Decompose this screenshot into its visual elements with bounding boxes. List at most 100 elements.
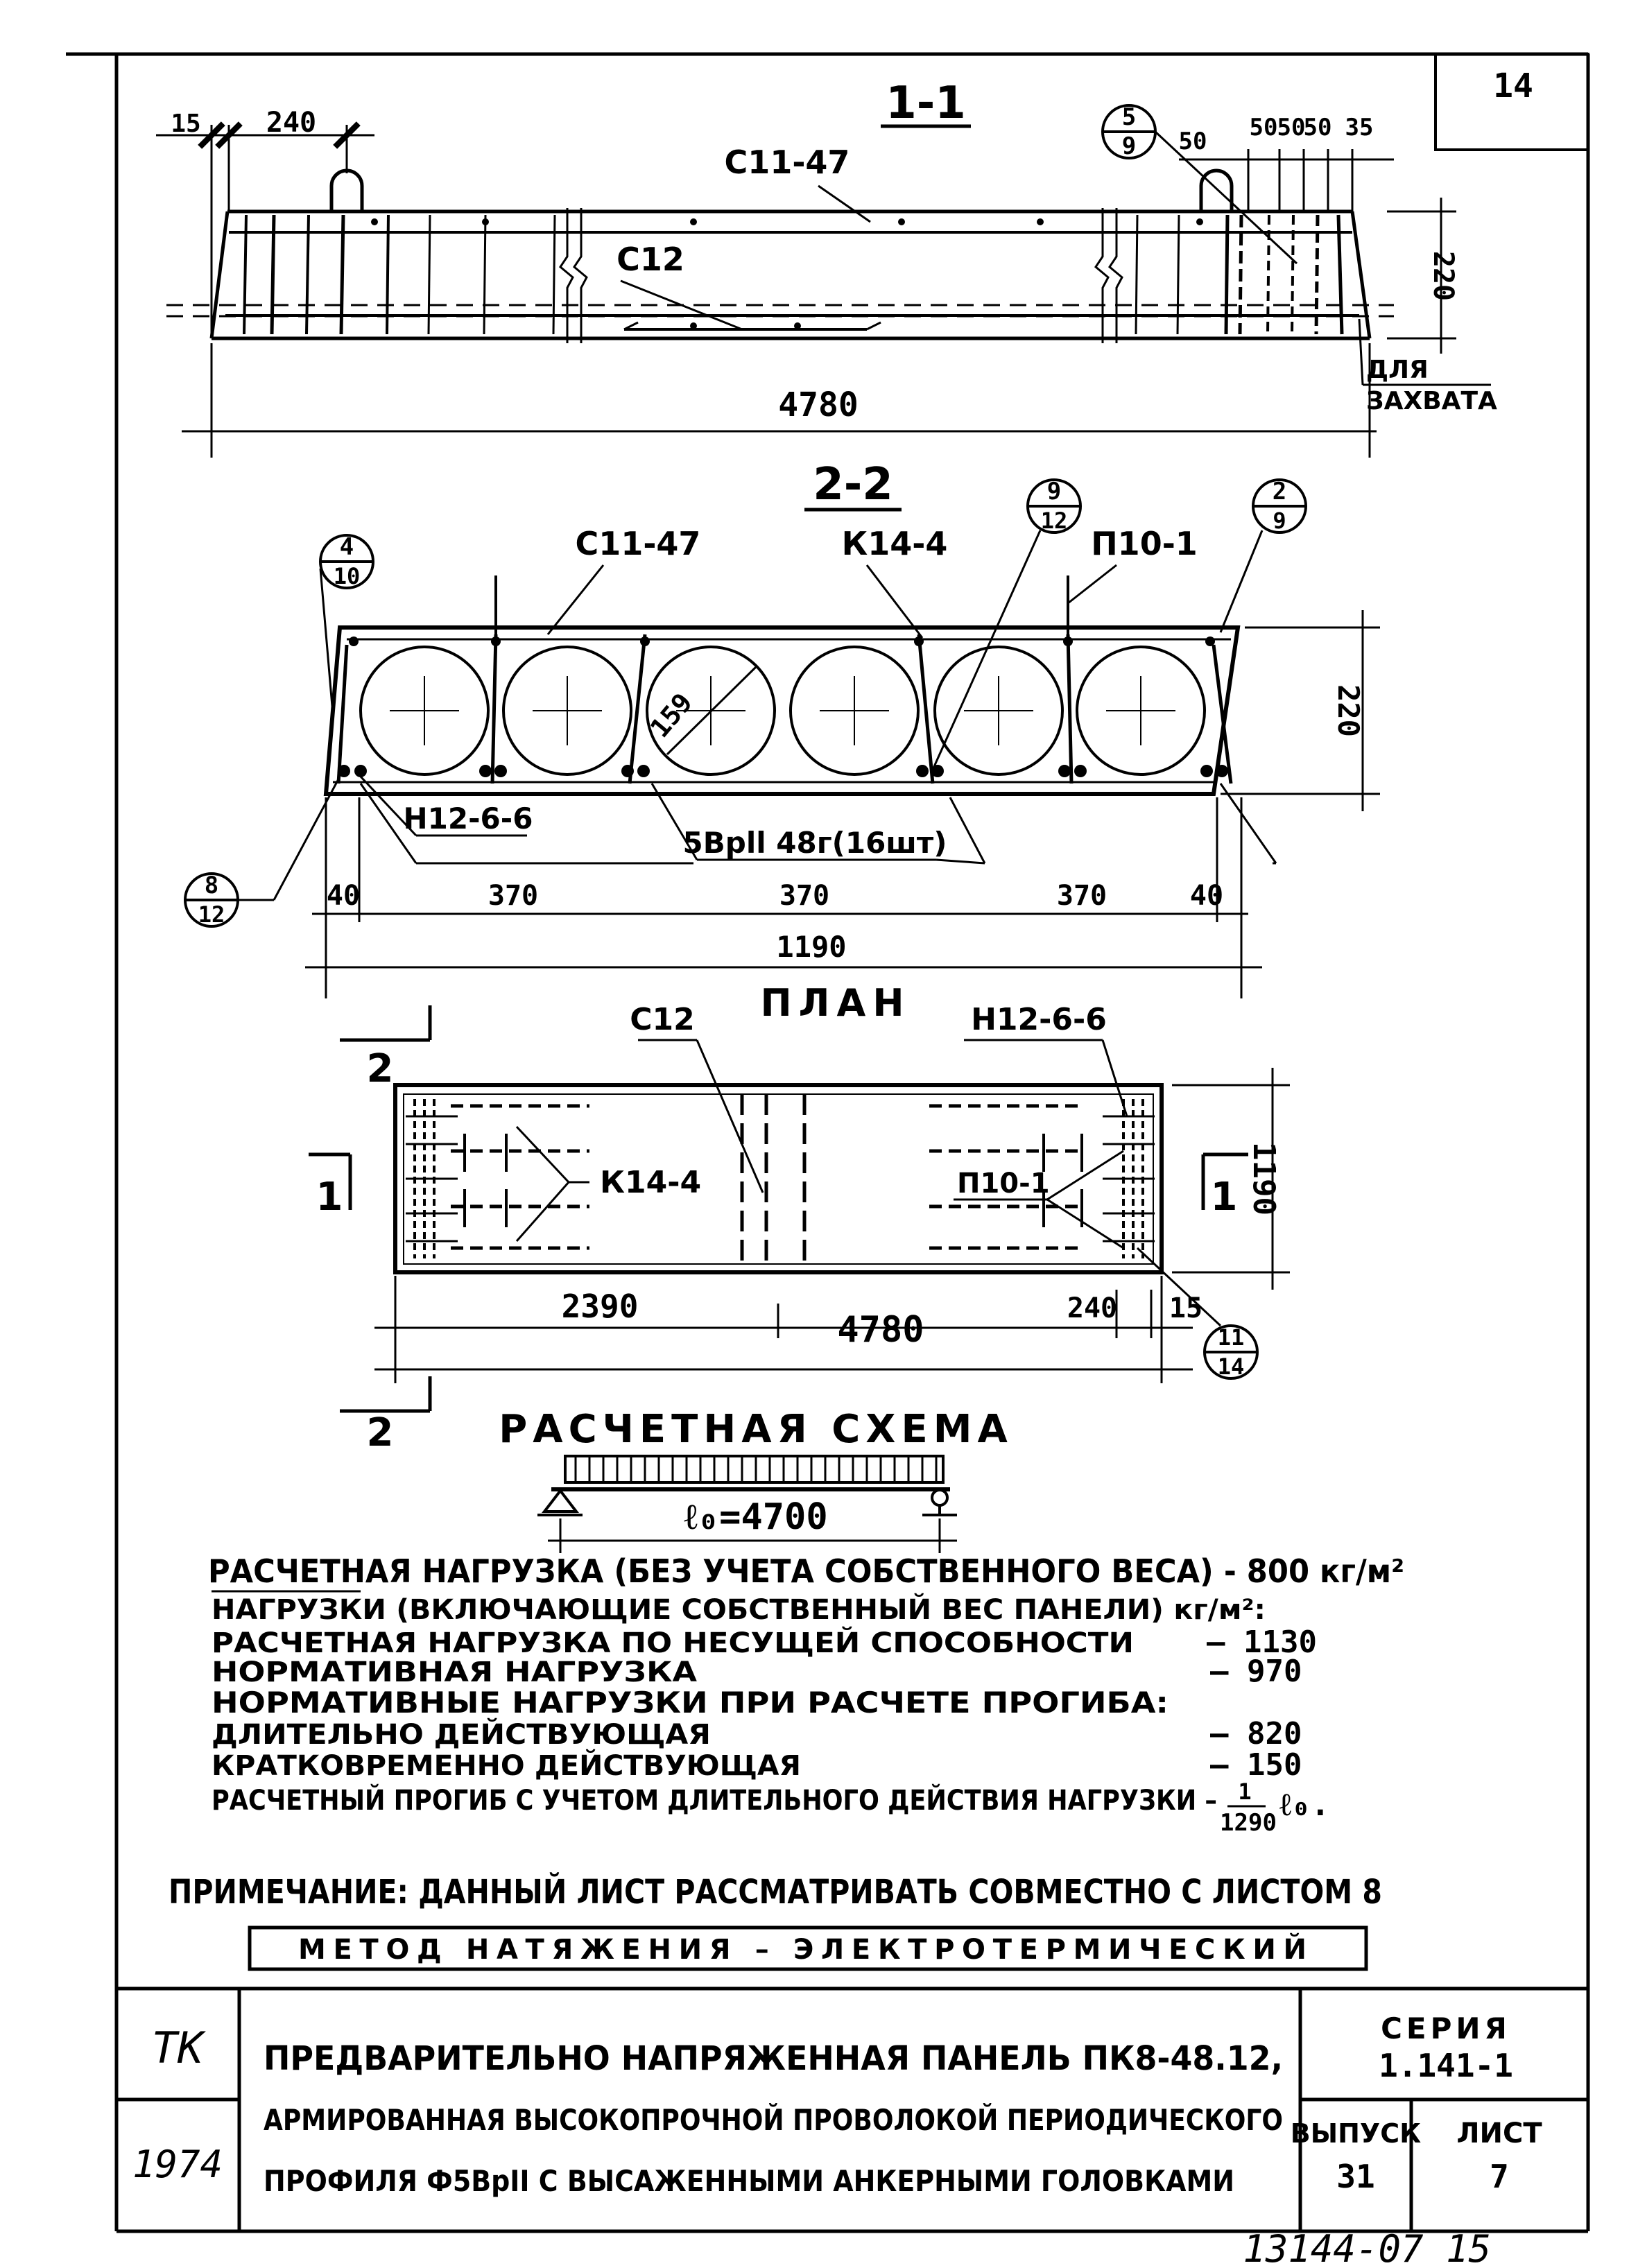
- year: 1974: [132, 2143, 223, 2186]
- svg-text:12: 12: [198, 901, 225, 928]
- section-2-2-voids: [359, 646, 1206, 776]
- deflection-num: 1: [1238, 1778, 1251, 1805]
- series-value: 1.141-1: [1379, 2047, 1513, 2084]
- mark-n12-6-6-cross: Н12-6-6: [404, 802, 533, 836]
- svg-text:11: 11: [1218, 1324, 1245, 1351]
- section-2-2-outline: [323, 625, 1241, 796]
- dim-1-1-height: 220: [1427, 251, 1459, 301]
- dim-2-2-370-a: 370: [488, 880, 538, 912]
- section-1-1-dims-left: [156, 125, 374, 336]
- plan-dim-4780: 4780: [837, 1309, 924, 1351]
- cut-2-top: 2: [367, 1046, 394, 1091]
- plan-dim-15: 15: [1169, 1292, 1202, 1324]
- mark-c11-47-cross: С11-47: [576, 525, 701, 562]
- scheme-span: ℓ₀=4700: [684, 1496, 827, 1538]
- load-row-1-label: РАСЧЕТНАЯ НАГРУЗКА ПО НЕСУЩЕЙ СПОСОБНОСТ…: [212, 1626, 1134, 1659]
- svg-text:2: 2: [1273, 478, 1286, 505]
- dim-2-2-40-left: 40: [327, 880, 360, 912]
- plan-title: ПЛАН: [760, 981, 911, 1025]
- mark-k14-4-plan: К14-4: [600, 1165, 701, 1200]
- dim-1-1-length: 4780: [778, 386, 859, 424]
- design-scheme: РАСЧЕТНАЯ СХЕМА: [499, 1407, 1008, 1553]
- title-line-2: АРМИРОВАННАЯ ВЫСОКОПРОЧНОЙ ПРОВОЛОКОЙ ПЕ…: [264, 2102, 1283, 2137]
- plan-reinforcement: [406, 1094, 1155, 1264]
- sheet-value: 7: [1490, 2158, 1509, 2195]
- dim-1-1-35: 35: [1345, 114, 1374, 141]
- sheet-label: ЛИСТ: [1456, 2118, 1542, 2149]
- dim-1-1-15: 15: [171, 110, 200, 138]
- section-1-1-title: 1-1: [886, 78, 966, 129]
- grip-note-1: ДЛЯ: [1366, 356, 1429, 384]
- sheet-frame: [66, 52, 1590, 2233]
- svg-text:4: 4: [340, 533, 354, 561]
- title-line-1: ПРЕДВАРИТЕЛЬНО НАПРЯЖЕННАЯ ПАНЕЛЬ ПК8-48…: [264, 2039, 1283, 2078]
- callout-8-12: 8 12: [184, 776, 341, 928]
- load-row-5-value: – 150: [1210, 1747, 1302, 1783]
- svg-text:14: 14: [1218, 1353, 1245, 1380]
- issue-value: 31: [1336, 2158, 1374, 2195]
- section-1-1: 1-1: [156, 78, 1497, 458]
- section-2-2-frames: [336, 575, 1233, 784]
- mark-p10-1-cross: П10-1: [1091, 525, 1198, 562]
- series-label: СЕРИЯ: [1381, 2011, 1511, 2045]
- section-2-2-title: 2-2: [813, 459, 893, 510]
- dim-2-2-height: 220: [1331, 684, 1365, 737]
- load-row-4-value: – 820: [1210, 1716, 1302, 1751]
- load-row-5-label: КРАТКОВРЕМЕННО ДЕЙСТВУЮЩАЯ: [212, 1749, 801, 1782]
- svg-text:12: 12: [1041, 508, 1068, 534]
- dim-1-1-50-c: 50: [1277, 114, 1306, 141]
- svg-text:9: 9: [1047, 478, 1061, 505]
- section-1-1-rebar-dots: [371, 218, 1203, 329]
- title-line-3: ПРОФИЛЯ Ф5ВрII С ВЫСАЖЕННЫМИ АНКЕРНЫМИ Г…: [264, 2164, 1234, 2198]
- plan-dim-2390: 2390: [562, 1288, 639, 1325]
- callout-9-12: 9 12: [931, 478, 1082, 770]
- cut-1-left: 1: [316, 1175, 343, 1220]
- mark-k14-4-cross: К14-4: [842, 525, 948, 562]
- dim-1-1-50-d: 50: [1304, 114, 1332, 141]
- page-number: 14: [1493, 67, 1533, 105]
- svg-text:5: 5: [1122, 103, 1136, 131]
- loads-block: РАСЧЕТНАЯ НАГРУЗКА (БЕЗ УЧЕТА СОБСТВЕННО…: [208, 1552, 1404, 1837]
- plan-view: ПЛАН: [309, 981, 1290, 1455]
- dim-2-2-40-right: 40: [1190, 880, 1223, 912]
- mark-c12-plan: С12: [630, 1002, 695, 1037]
- section-2-2-wires: [338, 637, 1228, 777]
- section-1-1-dims-right: [1179, 149, 1394, 211]
- section-1-1-beam: [166, 168, 1394, 343]
- callout-4-10: 4 10: [319, 533, 374, 715]
- deflection-tail: ℓ₀.: [1279, 1785, 1330, 1823]
- mark-n12-6-6-plan: Н12-6-6: [971, 1002, 1107, 1037]
- cut-1-right: 1: [1211, 1175, 1238, 1220]
- callout-5-9: 5 9: [1101, 103, 1298, 265]
- mark-c12-section: С12: [617, 241, 684, 278]
- load-row-4-label: ДЛИТЕЛЬНО ДЕЙСТВУЮЩАЯ: [212, 1717, 711, 1751]
- callout-11-14: 11 14: [1136, 1247, 1259, 1380]
- title-block: [117, 1986, 1588, 2231]
- plan-width-dim: 1190: [1246, 1142, 1282, 1215]
- dim-2-2-370-b: 370: [779, 880, 829, 912]
- deflection-den: 1290: [1220, 1809, 1277, 1837]
- dim-1-1-240: 240: [266, 107, 316, 139]
- mark-p10-1-plan: П10-1: [957, 1168, 1050, 1200]
- load-row-1-value: – 1130: [1207, 1625, 1317, 1660]
- cut-2-bottom: 2: [367, 1410, 394, 1455]
- sheet-note: ПРИМЕЧАНИЕ: ДАННЫЙ ЛИСТ РАССМАТРИВАТЬ СО…: [169, 1872, 1382, 1912]
- wire-note: 5Врll 48г(16шт): [683, 826, 947, 860]
- bottom-stamp: 13144-07 15: [1243, 2227, 1491, 2268]
- grip-note-2: ЗАХВАТА: [1366, 387, 1497, 415]
- load-row-2-value: – 970: [1210, 1654, 1302, 1689]
- load-row-3-label: НОРМАТИВНЫЕ НАГРУЗКИ ПРИ РАСЧЕТЕ ПРОГИБА…: [212, 1686, 1169, 1720]
- design-load-line: РАСЧЕТНАЯ НАГРУЗКА (БЕЗ УЧЕТА СОБСТВЕННО…: [208, 1552, 1404, 1590]
- org-code: ТК: [152, 2023, 206, 2073]
- callout-2-9: 2 9: [1219, 478, 1307, 633]
- svg-text:9: 9: [1273, 508, 1286, 534]
- plan-dim-240: 240: [1067, 1292, 1117, 1324]
- method-box: [248, 1925, 1368, 1971]
- dim-1-1-50-b: 50: [1250, 114, 1278, 141]
- dim-2-2-width: 1190: [776, 930, 846, 964]
- svg-text:10: 10: [334, 563, 361, 589]
- loads-heading: НАГРУЗКИ (ВКЛЮЧАЮЩИЕ СОБСТВЕННЫЙ ВЕС ПАН…: [212, 1593, 1266, 1626]
- mark-c11-47-top: С11-47: [725, 144, 850, 181]
- deflection-label: РАСЧЕТНЫЙ ПРОГИБ С УЧЕТОМ ДЛИТЕЛЬНОГО ДЕ…: [212, 1783, 1217, 1817]
